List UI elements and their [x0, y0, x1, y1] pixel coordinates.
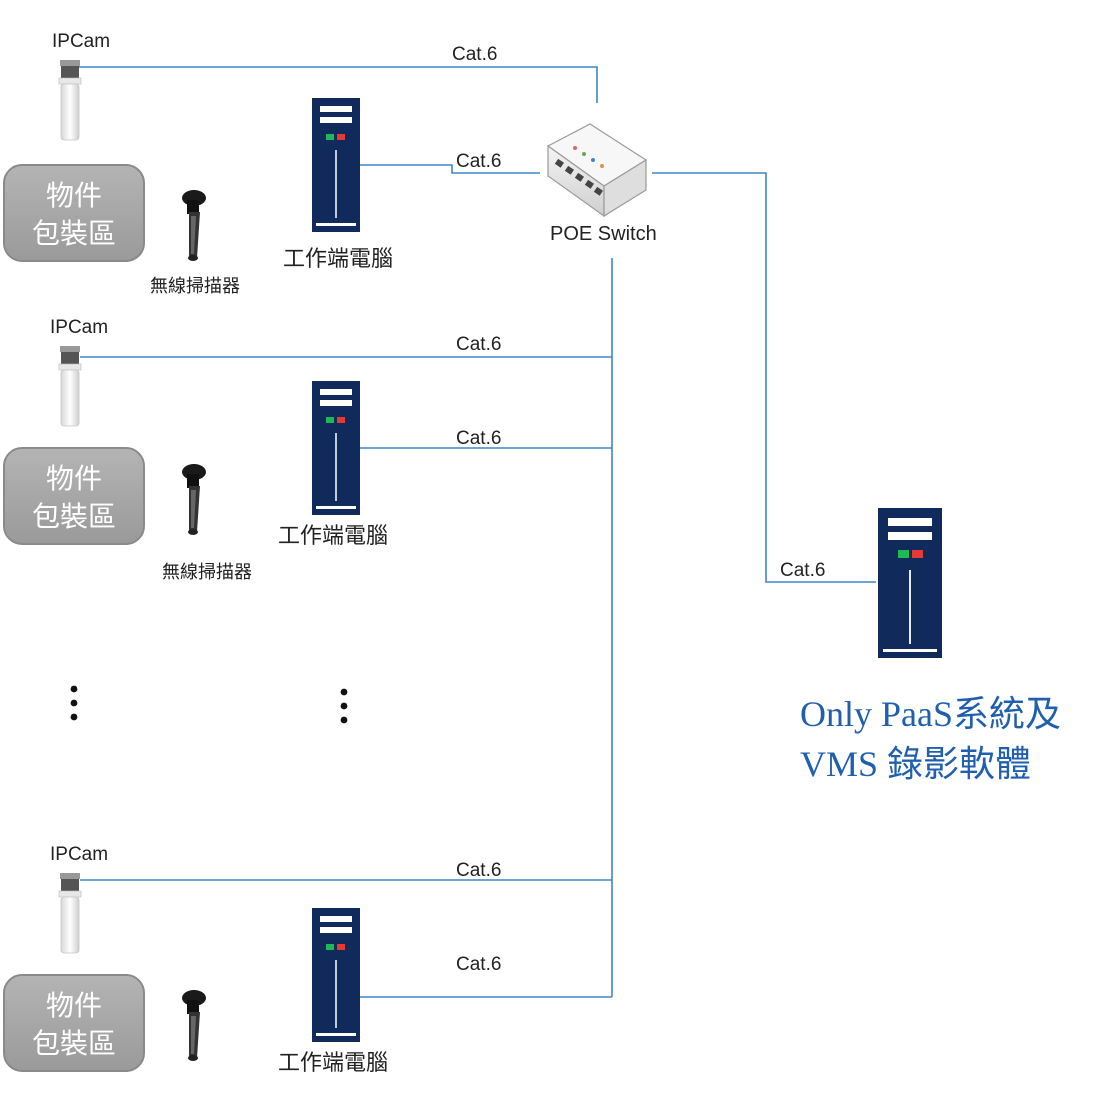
barcode-scanner-icon: [182, 464, 206, 535]
ipcam-label: IPCam: [52, 31, 110, 52]
workstation-label: 工作端電腦: [278, 524, 388, 549]
ip-camera-icon: [58, 345, 82, 427]
zone-line-1: 物件: [46, 462, 102, 495]
workstation-tower-icon: [311, 380, 361, 516]
cable-label: Cat.6: [456, 860, 501, 881]
packing-zone: 物件 包裝區: [3, 447, 145, 545]
ip-camera-icon: [58, 59, 82, 141]
cable-label: Cat.6: [452, 44, 497, 65]
ip-camera-icon: [58, 872, 82, 954]
cable-label: Cat.6: [456, 151, 501, 172]
scanner-label: 無線掃描器: [162, 562, 252, 583]
wires: [78, 66, 876, 998]
ellipsis-icon: [340, 688, 348, 724]
wire-cam1-switch: [78, 66, 598, 103]
server-tower-icon: [878, 508, 942, 658]
zone-line-2: 包裝區: [32, 1027, 116, 1060]
barcode-scanner-icon: [182, 990, 206, 1061]
ipcam-label: IPCam: [50, 317, 108, 338]
cable-label: Cat.6: [456, 954, 501, 975]
station-row-1: IPCam 物件 包裝區 無線掃描器 工作端電腦: [3, 31, 393, 297]
system-line-1: Only PaaS系統及: [800, 694, 1061, 734]
switch-label: POE Switch: [550, 223, 657, 245]
cable-label: Cat.6: [780, 560, 825, 581]
cable-labels: Cat.6 Cat.6 Cat.6 Cat.6 Cat.6 Cat.6 Cat.…: [452, 44, 825, 975]
workstation-tower-icon: [311, 97, 361, 233]
station-row-2: IPCam 物件 包裝區 無線掃描器 工作端電腦: [3, 317, 388, 583]
system-line-2: VMS 錄影軟體: [800, 744, 1031, 784]
station-row-3: IPCam 物件 包裝區 工作端電腦: [3, 844, 388, 1076]
packing-zone: 物件 包裝區: [3, 164, 145, 262]
poe-switch-icon: [546, 123, 648, 218]
scanner-label: 無線掃描器: [150, 276, 240, 297]
ellipsis-icon: [70, 685, 78, 721]
ipcam-label: IPCam: [50, 844, 108, 865]
barcode-scanner-icon: [182, 190, 206, 261]
cable-label: Cat.6: [456, 428, 501, 449]
zone-line-1: 物件: [46, 179, 102, 212]
zone-line-2: 包裝區: [32, 500, 116, 533]
server: Only PaaS系統及 VMS 錄影軟體: [800, 508, 1061, 784]
wire-pc1-switch: [360, 164, 540, 174]
packing-zone: 物件 包裝區: [3, 974, 145, 1072]
poe-switch: POE Switch: [546, 123, 657, 245]
workstation-label: 工作端電腦: [283, 247, 393, 272]
wire-switch-server: [652, 172, 876, 583]
workstation-label: 工作端電腦: [278, 1051, 388, 1076]
workstation-tower-icon: [311, 907, 361, 1043]
cable-label: Cat.6: [456, 334, 501, 355]
zone-line-1: 物件: [46, 989, 102, 1022]
zone-line-2: 包裝區: [32, 217, 116, 250]
